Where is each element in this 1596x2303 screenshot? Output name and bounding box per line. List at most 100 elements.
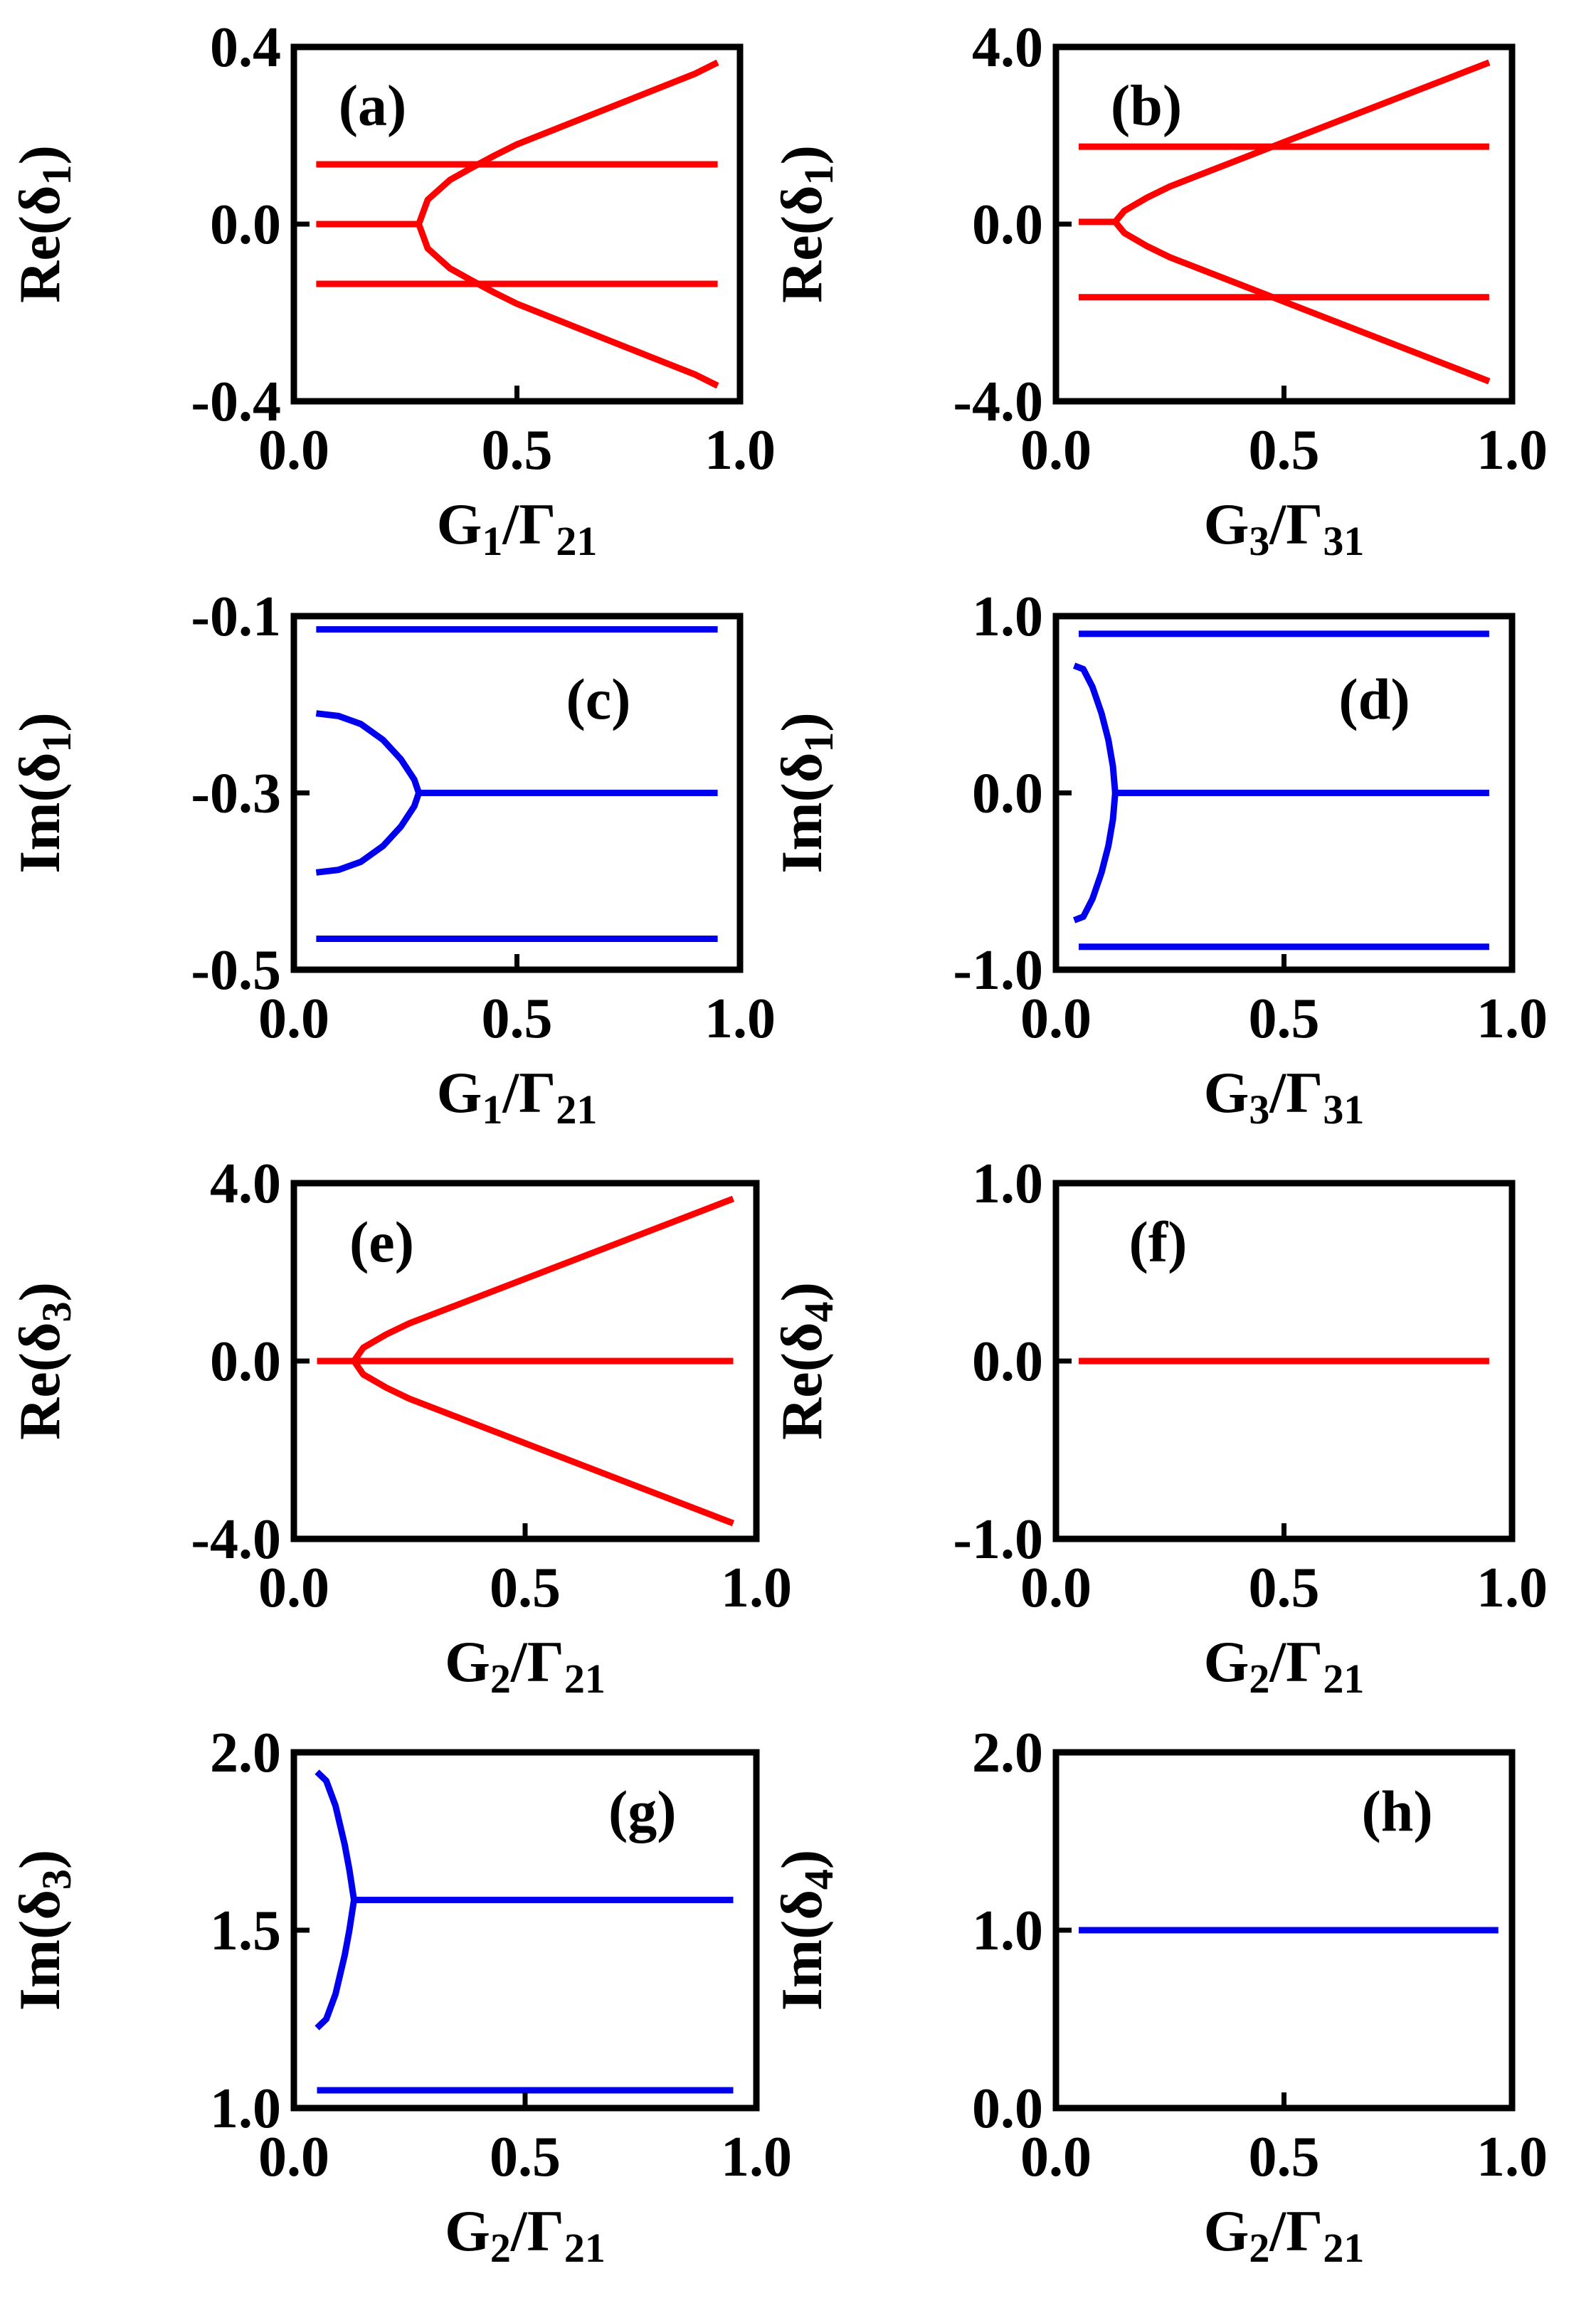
x-label-sub: 31: [1323, 1086, 1364, 1133]
x-axis-label: G2/Γ21: [1204, 1629, 1365, 1702]
series-line-4: [416, 223, 719, 389]
x-tick-label: 0.5: [490, 2126, 561, 2188]
x-axis-label: G2/Γ21: [445, 1629, 606, 1702]
x-axis-label: G3/Γ31: [1204, 1060, 1365, 1133]
y-tick-label: 2.0: [972, 1722, 1043, 1784]
x-label-sep: /Γ: [502, 492, 556, 556]
x-label-sub: 21: [556, 1086, 597, 1133]
y-tick-label: 0.0: [972, 194, 1043, 256]
x-tick-label: 0.0: [258, 988, 329, 1050]
x-tick-label: 0.5: [482, 988, 553, 1050]
x-tick-label: 1.0: [721, 1557, 792, 1619]
y-label-sub: 1: [796, 732, 842, 753]
x-tick-label: 0.0: [258, 419, 329, 482]
series-line-2: [351, 1359, 735, 1527]
y-tick-label: -0.5: [191, 939, 281, 1002]
y-tick-label: -1.0: [953, 1508, 1043, 1571]
x-label-sub: 1: [482, 518, 502, 564]
y-label-sub: 1: [796, 164, 842, 185]
y-tick-label: -1.0: [953, 939, 1043, 1002]
x-label-sub: 2: [1249, 1656, 1269, 1702]
x-axis-label: G2/Γ21: [1204, 2198, 1365, 2271]
y-label-sub: 1: [33, 164, 80, 185]
x-tick-label: 0.0: [258, 2126, 329, 2188]
y-label-close: ): [7, 1850, 72, 1869]
panel-letter: (a): [339, 73, 407, 138]
y-label-main: Im(δ: [7, 1890, 72, 2011]
x-label-sub: 2: [1249, 2225, 1269, 2271]
y-tick-label: 1.5: [210, 1900, 281, 1962]
y-axis-label: Im(δ1): [7, 712, 80, 873]
x-label-sep: /Γ: [510, 2198, 564, 2263]
x-label-sep: /Γ: [1269, 2198, 1323, 2263]
x-label-main: G: [445, 1629, 490, 1694]
y-label-main: Re(δ: [769, 1322, 834, 1439]
x-label-main: G: [437, 492, 482, 556]
y-tick-label: 4.0: [972, 16, 1043, 79]
x-tick-label: 1.0: [1476, 419, 1548, 482]
y-label-close: ): [769, 712, 834, 731]
y-axis-label: Im(δ3): [7, 1850, 80, 2011]
y-tick-label: -4.0: [953, 371, 1043, 433]
y-label-main: Im(δ: [7, 753, 72, 874]
y-axis-label: Re(δ3): [7, 1282, 80, 1440]
x-label-sub: 2: [490, 1656, 511, 1702]
x-label-sub: 21: [564, 1656, 606, 1702]
series-line-4: [1112, 220, 1491, 385]
y-label-main: Im(δ: [769, 1890, 834, 2011]
y-tick-label: 4.0: [210, 1153, 281, 1215]
x-label-sep: /Γ: [510, 1629, 564, 1694]
series-line-4: [315, 792, 422, 876]
panel-letter: (b): [1111, 73, 1182, 138]
x-label-sub: 3: [1249, 1086, 1269, 1133]
x-axis-label: G2/Γ21: [445, 2198, 606, 2271]
x-tick-label: 0.0: [258, 1557, 329, 1619]
panel-letter: (g): [608, 1779, 677, 1843]
y-label-main: Re(δ: [7, 185, 72, 302]
y-axis-label: Im(δ1): [769, 712, 842, 873]
series-line-3: [315, 710, 422, 794]
x-label-sep: /Γ: [502, 1060, 556, 1125]
y-axis-label: Re(δ1): [7, 145, 80, 303]
plot-frame: [290, 1749, 760, 2112]
panel-letter: (d): [1338, 667, 1410, 731]
series-line-3: [315, 1899, 357, 2031]
x-label-sep: /Γ: [1269, 1060, 1323, 1125]
x-label-main: G: [1204, 1629, 1249, 1694]
x-tick-label: 0.5: [1249, 419, 1320, 482]
y-label-sub: 4: [796, 1869, 842, 1890]
y-label-sub: 4: [796, 1301, 842, 1322]
x-label-sub: 21: [1323, 1656, 1364, 1702]
y-tick-label: 0.0: [972, 2077, 1043, 2140]
series-line-2: [315, 1769, 357, 1901]
x-tick-label: 1.0: [721, 2126, 792, 2188]
panel-letter: (f): [1129, 1209, 1188, 1274]
x-tick-label: 1.0: [1476, 988, 1548, 1050]
y-label-main: Re(δ: [7, 1322, 72, 1439]
x-tick-label: 1.0: [704, 988, 776, 1050]
y-tick-label: -4.0: [191, 1508, 281, 1571]
series-line-3: [1112, 59, 1491, 224]
panel-letter: (h): [1361, 1779, 1432, 1843]
y-tick-label: 0.0: [972, 763, 1043, 825]
series-line-4: [1073, 793, 1119, 923]
y-tick-label: -0.4: [191, 371, 281, 433]
x-label-main: G: [1204, 1060, 1249, 1125]
y-label-sub: 3: [33, 1301, 80, 1322]
y-tick-label: 1.0: [972, 1153, 1043, 1215]
x-label-main: G: [1204, 492, 1249, 556]
series-line-1: [351, 1195, 735, 1363]
y-tick-label: -0.3: [191, 763, 281, 825]
x-label-main: G: [445, 2198, 490, 2263]
series-line-3: [416, 59, 719, 226]
y-tick-label: 2.0: [210, 1722, 281, 1784]
y-label-main: Re(δ: [769, 185, 834, 302]
y-label-sub: 3: [33, 1869, 80, 1890]
